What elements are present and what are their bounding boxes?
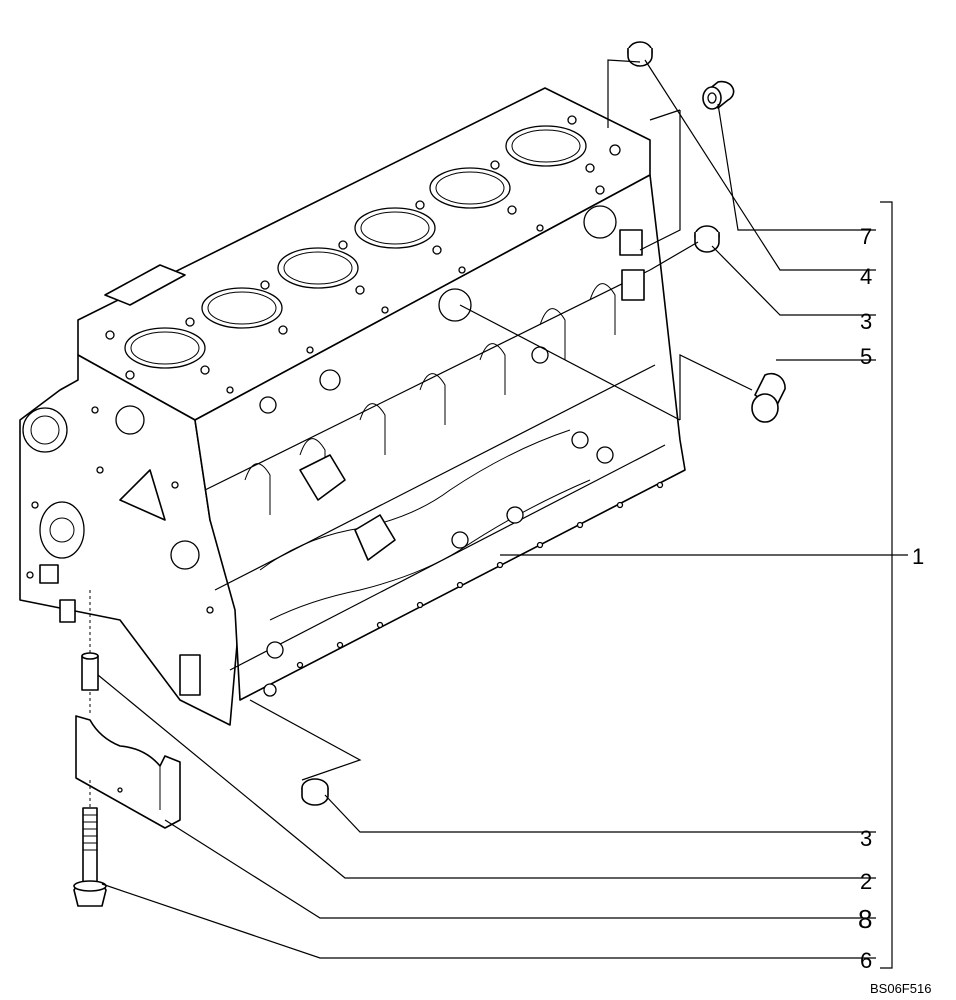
callout-1: 1 (912, 544, 924, 569)
pan-rail-holes (296, 481, 664, 669)
plug-part-3-lower (301, 778, 329, 806)
deck-holes (105, 115, 621, 394)
bearing-cap-part-8 (75, 715, 181, 829)
plug-part-3-upper (694, 225, 720, 253)
callout-7: 7 (860, 224, 872, 249)
cylinder-bore-2 (201, 287, 283, 329)
callout-5: 5 (860, 344, 872, 369)
dowel-part-2 (81, 590, 99, 716)
bolt-part-6 (73, 780, 107, 907)
callout-labels: 7 4 3 5 1 3 2 8 6 (858, 224, 924, 973)
callout-3-lower: 3 (860, 826, 872, 851)
cylinder-bore-1 (124, 327, 206, 369)
cylinder-bore-4 (354, 207, 436, 249)
side-ribs (244, 205, 645, 697)
leader-lines (97, 59, 908, 969)
cylinder-block (19, 87, 686, 726)
callout-6: 6 (860, 948, 872, 973)
cup-plug-part-5 (751, 372, 786, 423)
callout-8: 8 (858, 904, 872, 934)
callout-2: 2 (860, 869, 872, 894)
figure-code: BS06F516 (870, 981, 931, 996)
cylinder-bore-5 (429, 167, 511, 209)
plug-part-4 (627, 41, 653, 67)
cylinder-bore-6 (505, 125, 587, 167)
cylinder-bore-3 (277, 247, 359, 289)
callout-4: 4 (860, 264, 872, 289)
bushing-part-7 (702, 80, 735, 110)
callout-3-upper: 3 (860, 309, 872, 334)
